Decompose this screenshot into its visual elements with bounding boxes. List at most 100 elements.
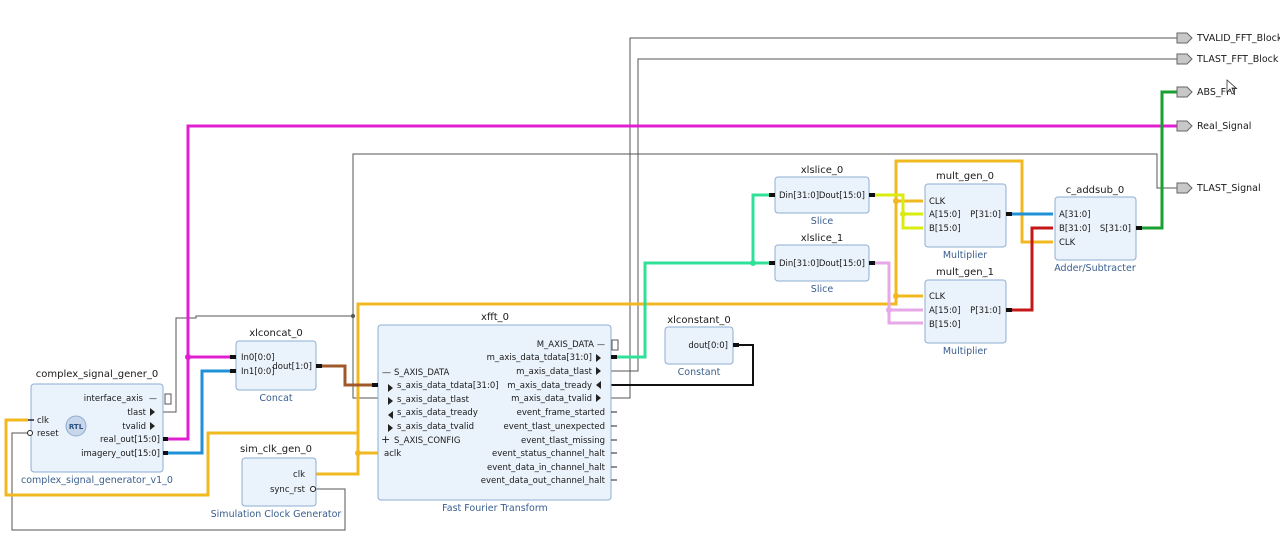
pin-clk[interactable]: CLK xyxy=(929,197,946,207)
bus-plus-icon: + xyxy=(381,433,390,446)
block-xfft[interactable]: xfft_0 — S_AXIS_DATA s_axis_data_tdata[3… xyxy=(377,312,619,514)
pin-b[interactable]: B[15:0] xyxy=(929,224,961,234)
junction-dot xyxy=(351,314,355,318)
arrow-right-icon xyxy=(596,354,601,362)
pin-reset[interactable]: reset xyxy=(37,429,59,439)
net-tvalid-fft[interactable] xyxy=(611,37,1177,399)
pin-imagery-out[interactable]: imagery_out[15:0] xyxy=(81,449,160,459)
net-real-signal[interactable] xyxy=(163,124,1177,441)
net-tlast-signal[interactable] xyxy=(163,153,1177,413)
pin-din[interactable]: Din[31:0] xyxy=(779,259,819,269)
pin-clk[interactable]: CLK xyxy=(1059,238,1076,248)
block-mult-gen-0[interactable]: mult_gen_0 CLK A[15:0] B[15:0] P[31:0] M… xyxy=(924,171,1007,261)
net-imagery[interactable] xyxy=(163,369,236,455)
pin-s-axis-config[interactable]: S_AXIS_CONFIG xyxy=(394,436,460,446)
port-real-signal[interactable]: Real_Signal xyxy=(1176,120,1251,132)
pin-event-tlast-missing[interactable]: event_tlast_missing xyxy=(521,436,605,446)
junction-dot xyxy=(893,293,899,299)
pin-dout[interactable]: dout[1:0] xyxy=(272,362,312,372)
block-xlslice-0[interactable]: xlslice_0 Din[31:0] Dout[15:0] Slice xyxy=(774,165,870,227)
net-concat-out[interactable] xyxy=(316,364,378,387)
pin-sync-rst[interactable]: sync_rst xyxy=(270,485,306,495)
block-subtitle: Constant xyxy=(678,367,721,378)
pin-dout[interactable]: Dout[15:0] xyxy=(819,259,865,269)
port-tlast-signal[interactable]: TLAST_Signal xyxy=(1176,182,1261,194)
pin-m-axis-data-tvalid[interactable]: m_axis_data_tvalid xyxy=(511,394,592,404)
arrow-right-icon xyxy=(388,384,393,392)
port-tlast-fft-block[interactable]: TLAST_FFT_Block xyxy=(1176,53,1279,65)
pin-in1[interactable]: In1[0:0] xyxy=(241,367,275,377)
pin-dout[interactable]: Dout[15:0] xyxy=(819,191,865,201)
pin-clk[interactable]: CLK xyxy=(929,292,946,302)
net-sync-rst[interactable] xyxy=(11,432,346,531)
block-complex-signal-generator[interactable]: complex_signal_gener_0 RTL clk reset int… xyxy=(21,369,173,486)
pin-p[interactable]: P[31:0] xyxy=(970,210,1001,220)
pin-m-axis-data-tready[interactable]: m_axis_data_tready xyxy=(507,381,592,391)
block-title: sim_clk_gen_0 xyxy=(240,444,312,455)
pin-s-axis-data-tdata[interactable]: s_axis_data_tdata[31:0] xyxy=(397,381,499,391)
pin-a[interactable]: A[15:0] xyxy=(929,306,961,316)
port-abs-fft[interactable]: ABS_FFT xyxy=(1176,86,1237,98)
pin-interface-axis[interactable]: interface_axis xyxy=(84,394,144,404)
pin-s-axis-data-tvalid[interactable]: s_axis_data_tvalid xyxy=(397,422,474,432)
pin-s[interactable]: S[31:0] xyxy=(1100,224,1131,234)
net-slice0-b[interactable] xyxy=(901,214,923,230)
junction-dot xyxy=(893,198,899,204)
pin-event-data-in-channel-halt[interactable]: event_data_in_channel_halt xyxy=(487,463,606,473)
net-tready[interactable] xyxy=(611,344,754,386)
net-clock[interactable] xyxy=(316,451,378,476)
pin-real-out[interactable]: real_out[15:0] xyxy=(100,435,160,445)
pin-s-axis-data[interactable]: S_AXIS_DATA xyxy=(394,368,450,378)
net-mult1-out[interactable] xyxy=(1006,226,1053,312)
pin-event-tlast-unexpected[interactable]: event_tlast_unexpected xyxy=(503,422,605,432)
pin-event-data-out-channel-halt[interactable]: event_data_out_channel_halt xyxy=(481,476,606,486)
net-tlast-branch[interactable] xyxy=(352,316,378,399)
pin-m-axis-data[interactable]: M_AXIS_DATA xyxy=(537,340,594,350)
pin-aclk[interactable]: aclk xyxy=(384,449,401,459)
net-clock-up[interactable] xyxy=(356,159,1053,474)
pin-clk[interactable]: clk xyxy=(293,470,305,480)
port-label: TVALID_FFT_Block xyxy=(1196,33,1280,44)
block-subtitle: complex_signal_generator_v1_0 xyxy=(21,475,173,486)
block-title: xfft_0 xyxy=(481,312,509,323)
pin-clk[interactable]: clk xyxy=(37,416,49,426)
pin-tvalid[interactable]: tvalid xyxy=(122,422,146,432)
block-mult-gen-1[interactable]: mult_gen_1 CLK A[15:0] B[15:0] P[31:0] M… xyxy=(924,267,1007,357)
pin-dout[interactable]: dout[0:0] xyxy=(688,341,728,351)
pin-b[interactable]: B[15:0] xyxy=(929,320,961,330)
block-xlconstant[interactable]: xlconstant_0 dout[0:0] Constant xyxy=(664,315,734,378)
block-subtitle: Adder/Subtracter xyxy=(1054,263,1136,274)
block-xlslice-1[interactable]: xlslice_1 Din[31:0] Dout[15:0] Slice xyxy=(774,233,870,295)
active-low-icon xyxy=(27,430,33,436)
pin-p[interactable]: P[31:0] xyxy=(970,306,1001,316)
pin-event-status-channel-halt[interactable]: event_status_channel_halt xyxy=(492,449,606,459)
pin-in0[interactable]: In0[0:0] xyxy=(241,353,275,363)
port-tvalid-fft-block[interactable]: TVALID_FFT_Block xyxy=(1176,32,1280,44)
block-xlconcat[interactable]: xlconcat_0 In0[0:0] In1[0:0] dout[1:0] C… xyxy=(235,328,317,404)
net-slice0-out[interactable] xyxy=(870,193,923,216)
pin-a[interactable]: A[31:0] xyxy=(1059,210,1091,220)
rtl-logo-text: RTL xyxy=(69,423,84,431)
port-label: Real_Signal xyxy=(1197,121,1251,132)
output-stubs xyxy=(611,411,617,481)
arrow-left-icon xyxy=(388,411,393,419)
pin-s-axis-data-tlast[interactable]: s_axis_data_tlast xyxy=(397,395,470,405)
net-slice1-out[interactable] xyxy=(870,261,923,325)
rtl-logo-icon xyxy=(65,415,87,437)
port-label: TLAST_FFT_Block xyxy=(1196,54,1279,65)
pin-din[interactable]: Din[31:0] xyxy=(779,191,819,201)
net-tlast-fft[interactable] xyxy=(611,58,1177,372)
net-abs-fft[interactable] xyxy=(1136,90,1177,230)
pin-m-axis-data-tdata[interactable]: m_axis_data_tdata[31:0] xyxy=(487,353,592,363)
pin-tlast[interactable]: tlast xyxy=(127,408,146,418)
net-clock-left[interactable] xyxy=(4,418,358,497)
net-tdata[interactable] xyxy=(611,193,773,359)
pin-m-axis-data-tlast[interactable]: m_axis_data_tlast xyxy=(516,367,593,377)
block-c-addsub[interactable]: c_addsub_0 A[31:0] B[31:0] CLK S[31:0] A… xyxy=(1054,185,1137,274)
port-arrow-icon xyxy=(1176,53,1193,65)
pin-event-frame-started[interactable]: event_frame_started xyxy=(517,408,605,418)
pin-a[interactable]: A[15:0] xyxy=(929,210,961,220)
pin-b[interactable]: B[31:0] xyxy=(1059,224,1091,234)
pin-s-axis-data-tready[interactable]: s_axis_data_tready xyxy=(397,408,478,418)
block-sim-clk-gen[interactable]: sim_clk_gen_0 clk sync_rst Simulation Cl… xyxy=(211,444,342,520)
